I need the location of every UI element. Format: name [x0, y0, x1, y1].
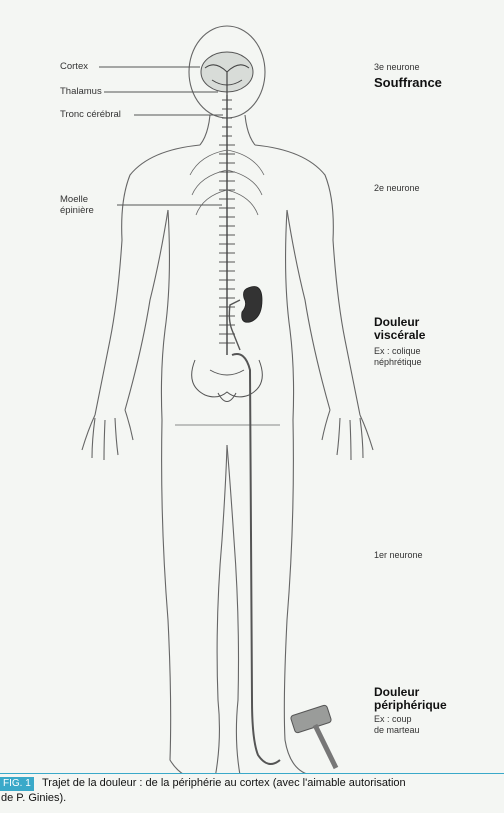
label-neurone-1: 1er neurone [374, 550, 423, 561]
label-ex-viscerale: Ex : colique néphrétique [374, 346, 422, 368]
label-moelle-epiniere: Moelle épinière [60, 194, 94, 216]
nerve-pathway [232, 354, 280, 764]
label-neurone-2: 2e neurone [374, 183, 420, 194]
pelvis [192, 360, 263, 402]
hammer-icon [290, 705, 336, 768]
caption-line-1: Trajet de la douleur : de la périphérie … [42, 776, 406, 790]
figure-caption: FIG. 1 Trajet de la douleur : de la péri… [0, 773, 504, 813]
label-thalamus: Thalamus [60, 86, 102, 97]
brain [201, 52, 253, 95]
leader-lines [99, 67, 223, 205]
caption-line-2: de P. Ginies). [1, 791, 66, 805]
label-neurone-3: 3e neurone [374, 62, 420, 73]
kidney-shape [242, 287, 262, 323]
figure-number-badge: FIG. 1 [0, 777, 34, 791]
label-cortex: Cortex [60, 61, 88, 72]
label-souffrance: Souffrance [374, 76, 442, 89]
spinal-column [219, 95, 235, 355]
caption-rule [0, 773, 504, 774]
label-ex-peripherique: Ex : coup de marteau [374, 714, 420, 736]
label-douleur-peripherique: Douleur périphérique [374, 686, 447, 712]
label-tronc-cerebral: Tronc cérébral [60, 109, 121, 120]
label-douleur-viscerale: Douleur viscérale [374, 316, 425, 342]
